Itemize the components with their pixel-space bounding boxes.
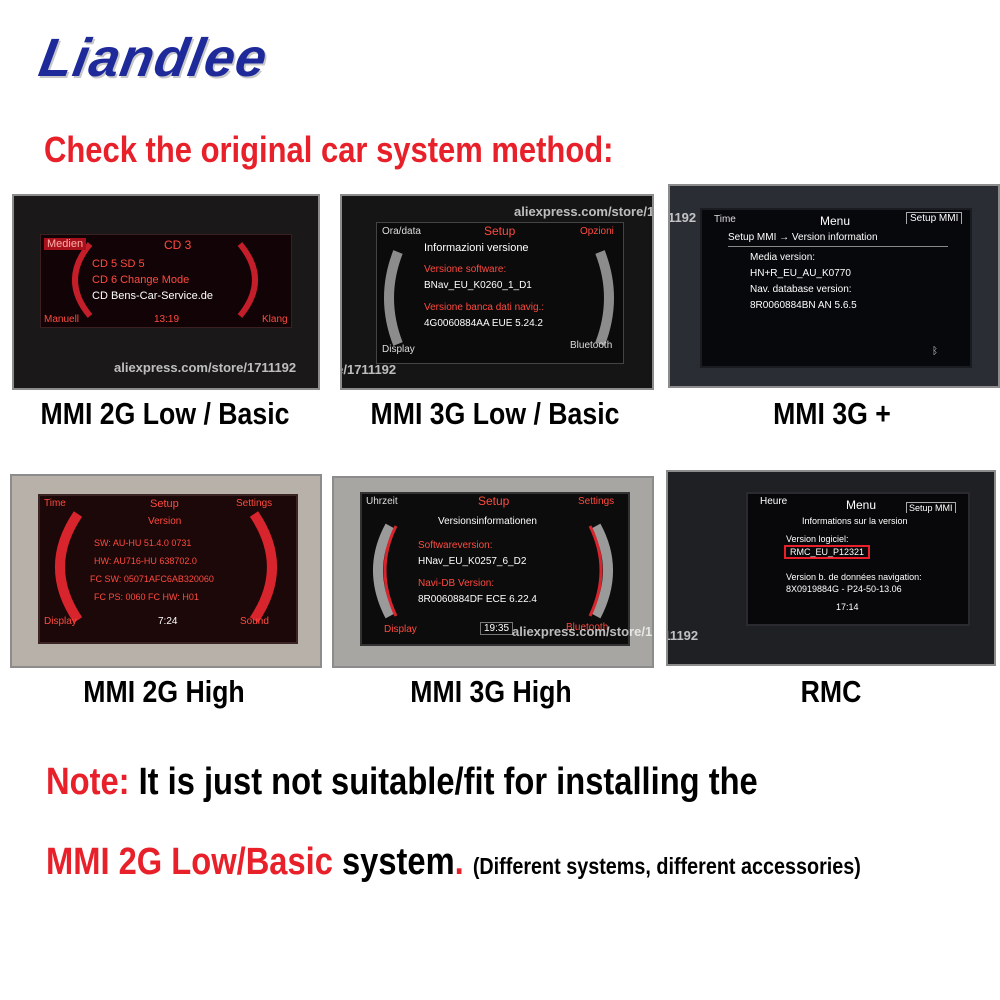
screen-line-4: 8R0060884DF ECE 6.22.4 [418, 594, 537, 605]
watermark: aliexpress.com/store/1711192 [668, 628, 699, 643]
panel-mmi-3g-low: Ora/data Setup Opzioni Informazioni vers… [340, 194, 654, 390]
watermark: aliexpress.com/store/1711192 [342, 362, 397, 377]
tab-medien: Medien [44, 238, 87, 250]
panel-mmi-3g-plus: Time Menu Setup MMI Setup MMI → Version … [668, 184, 1000, 388]
screen-line-1: Versione software: [424, 264, 507, 275]
top-left-label: Time [44, 498, 66, 509]
screen-line-3: Version b. de données navigation: [786, 572, 922, 582]
panel-mmi-3g-high: Uhrzeit Setup Settings Versionsinformati… [332, 476, 654, 668]
clock-readout: 19:35 [480, 622, 514, 635]
clock-readout: 17:14 [836, 602, 859, 612]
version-header: Version [148, 516, 182, 527]
bottom-right-label: Sound [240, 616, 269, 627]
top-right-label: Opzioni [580, 226, 614, 237]
dial-arcs [55, 511, 277, 623]
display-screen [700, 208, 972, 368]
bottom-left-label: Display [384, 624, 417, 635]
note-period: . [454, 841, 464, 883]
caption-mmi-3g-plus: MMI 3G + [773, 396, 891, 431]
top-left-label: Uhrzeit [366, 496, 398, 507]
screen-line-3: FC SW: 05071AFC6AB320060 [90, 574, 214, 584]
dial-arcs [72, 242, 258, 318]
screen-title: Menu [846, 498, 877, 512]
note-label: Note: [46, 761, 130, 803]
screen-line-2: BNav_EU_K0260_1_D1 [424, 280, 532, 291]
screen-title: Menu [820, 214, 851, 228]
version-header: Informazioni versione [424, 242, 529, 254]
screen-line-2: HNav_EU_K0257_6_D2 [418, 556, 527, 567]
caption-mmi-3g-low: MMI 3G Low / Basic [370, 396, 620, 431]
caption-mmi-2g-high: MMI 2G High [83, 674, 245, 709]
screen-line-4: FC PS: 0060 FC HW: H01 [94, 592, 199, 602]
note-line-1: Note: It is just not suitable/fit for in… [46, 758, 758, 806]
breadcrumb: Setup MMI → Version information [728, 232, 878, 243]
top-right-label: Settings [236, 498, 273, 509]
divider [728, 246, 948, 247]
panel-mmi-2g-high: Time Setup Settings Version SW: AU-HU 51… [10, 474, 322, 668]
bottom-left-label: Display [44, 616, 77, 627]
screen-line-4: 8R0060884BN AN 5.6.5 [750, 300, 857, 311]
screen-title: Setup [150, 498, 179, 510]
clock-readout: 7:24 [158, 616, 178, 627]
note-text: It is just not suitable/fit for installi… [138, 761, 758, 803]
bluetooth-icon: ᛒ [932, 346, 938, 357]
caption-mmi-3g-high: MMI 3G High [410, 674, 572, 709]
screen-line-3: Nav. database version: [750, 284, 852, 295]
note-aside: (Different systems, different accessorie… [472, 853, 861, 879]
screen-title: Setup [484, 224, 516, 238]
top-left-label: Time [714, 214, 736, 225]
panel-mmi-2g-low: Medien CD 3 CD 5 SD 5 CD 6 Change Mode C… [12, 194, 320, 390]
screen-line-1: Media version: [750, 252, 816, 263]
version-header: Versionsinformationen [438, 516, 537, 527]
screen-line-4: 4G0060884AA EUE 5.24.2 [424, 318, 543, 329]
version-header: Informations sur la version [802, 516, 908, 526]
bottom-right-label: Bluetooth [570, 340, 613, 351]
top-left-label: Ora/data [382, 226, 421, 237]
bottom-left-label: Manuell [44, 314, 80, 325]
caption-mmi-2g-low: MMI 2G Low / Basic [40, 396, 290, 431]
watermark: aliexpress.com/store/1711192 [668, 210, 697, 225]
display-screen [746, 492, 970, 626]
watermark: aliexpress.com/store/1711192 [512, 624, 653, 639]
caption-rmc: RMC [800, 674, 862, 709]
screen-line-1: Version logiciel: [786, 534, 849, 544]
screen-line-3: CD Bens-Car-Service.de [92, 290, 214, 302]
screen-line-3: Navi-DB Version: [418, 578, 495, 589]
top-right-label: Setup MMI [906, 212, 963, 224]
page-heading: Check the original car system method: [44, 129, 614, 170]
display-screen [376, 222, 624, 364]
screen-line-1: Softwareversion: [418, 540, 493, 551]
bottom-left-label: Display [382, 344, 415, 355]
dial-arcs [373, 523, 613, 619]
watermark: aliexpress.com/store/1711192 [514, 204, 654, 219]
top-right-label: Setup MMI [906, 502, 956, 513]
bottom-right-label: Klang [262, 314, 288, 325]
note-system-word: system [342, 841, 455, 883]
watermark: aliexpress.com/store/1711192 [114, 360, 297, 375]
screen-line-2: HN+R_EU_AU_K0770 [750, 268, 851, 279]
screen-line-4: 8X0919884G - P24-50-13.06 [786, 584, 902, 594]
dial-arcs [384, 250, 614, 346]
clock-readout: 13:19 [154, 314, 180, 325]
note-line-2: MMI 2G Low/Basic system. (Different syst… [46, 838, 861, 890]
top-left-label: Heure [760, 496, 788, 507]
note-system-name: MMI 2G Low/Basic [46, 841, 333, 883]
panel-rmc: Heure Menu Setup MMI Informations sur la… [666, 470, 996, 666]
display-screen [360, 492, 630, 646]
screen-line-2: CD 6 Change Mode [92, 274, 190, 286]
screen-line-1: SW: AU-HU 51.4.0 0731 [94, 538, 192, 548]
top-right-label: Settings [578, 496, 615, 507]
screen-line-1: CD 5 SD 5 [92, 258, 145, 270]
screen-title: Setup [478, 494, 510, 508]
brand-logo: Liandlee [34, 28, 273, 88]
screen-line-2: RMC_EU_P12321 [784, 545, 871, 559]
screen-title: CD 3 [164, 238, 192, 252]
screen-line-3: Versione banca dati navig.: [424, 302, 545, 313]
screen-line-2: HW: AU716-HU 638702.0 [94, 556, 197, 566]
bottom-right-label: Bluetooth [566, 622, 609, 633]
